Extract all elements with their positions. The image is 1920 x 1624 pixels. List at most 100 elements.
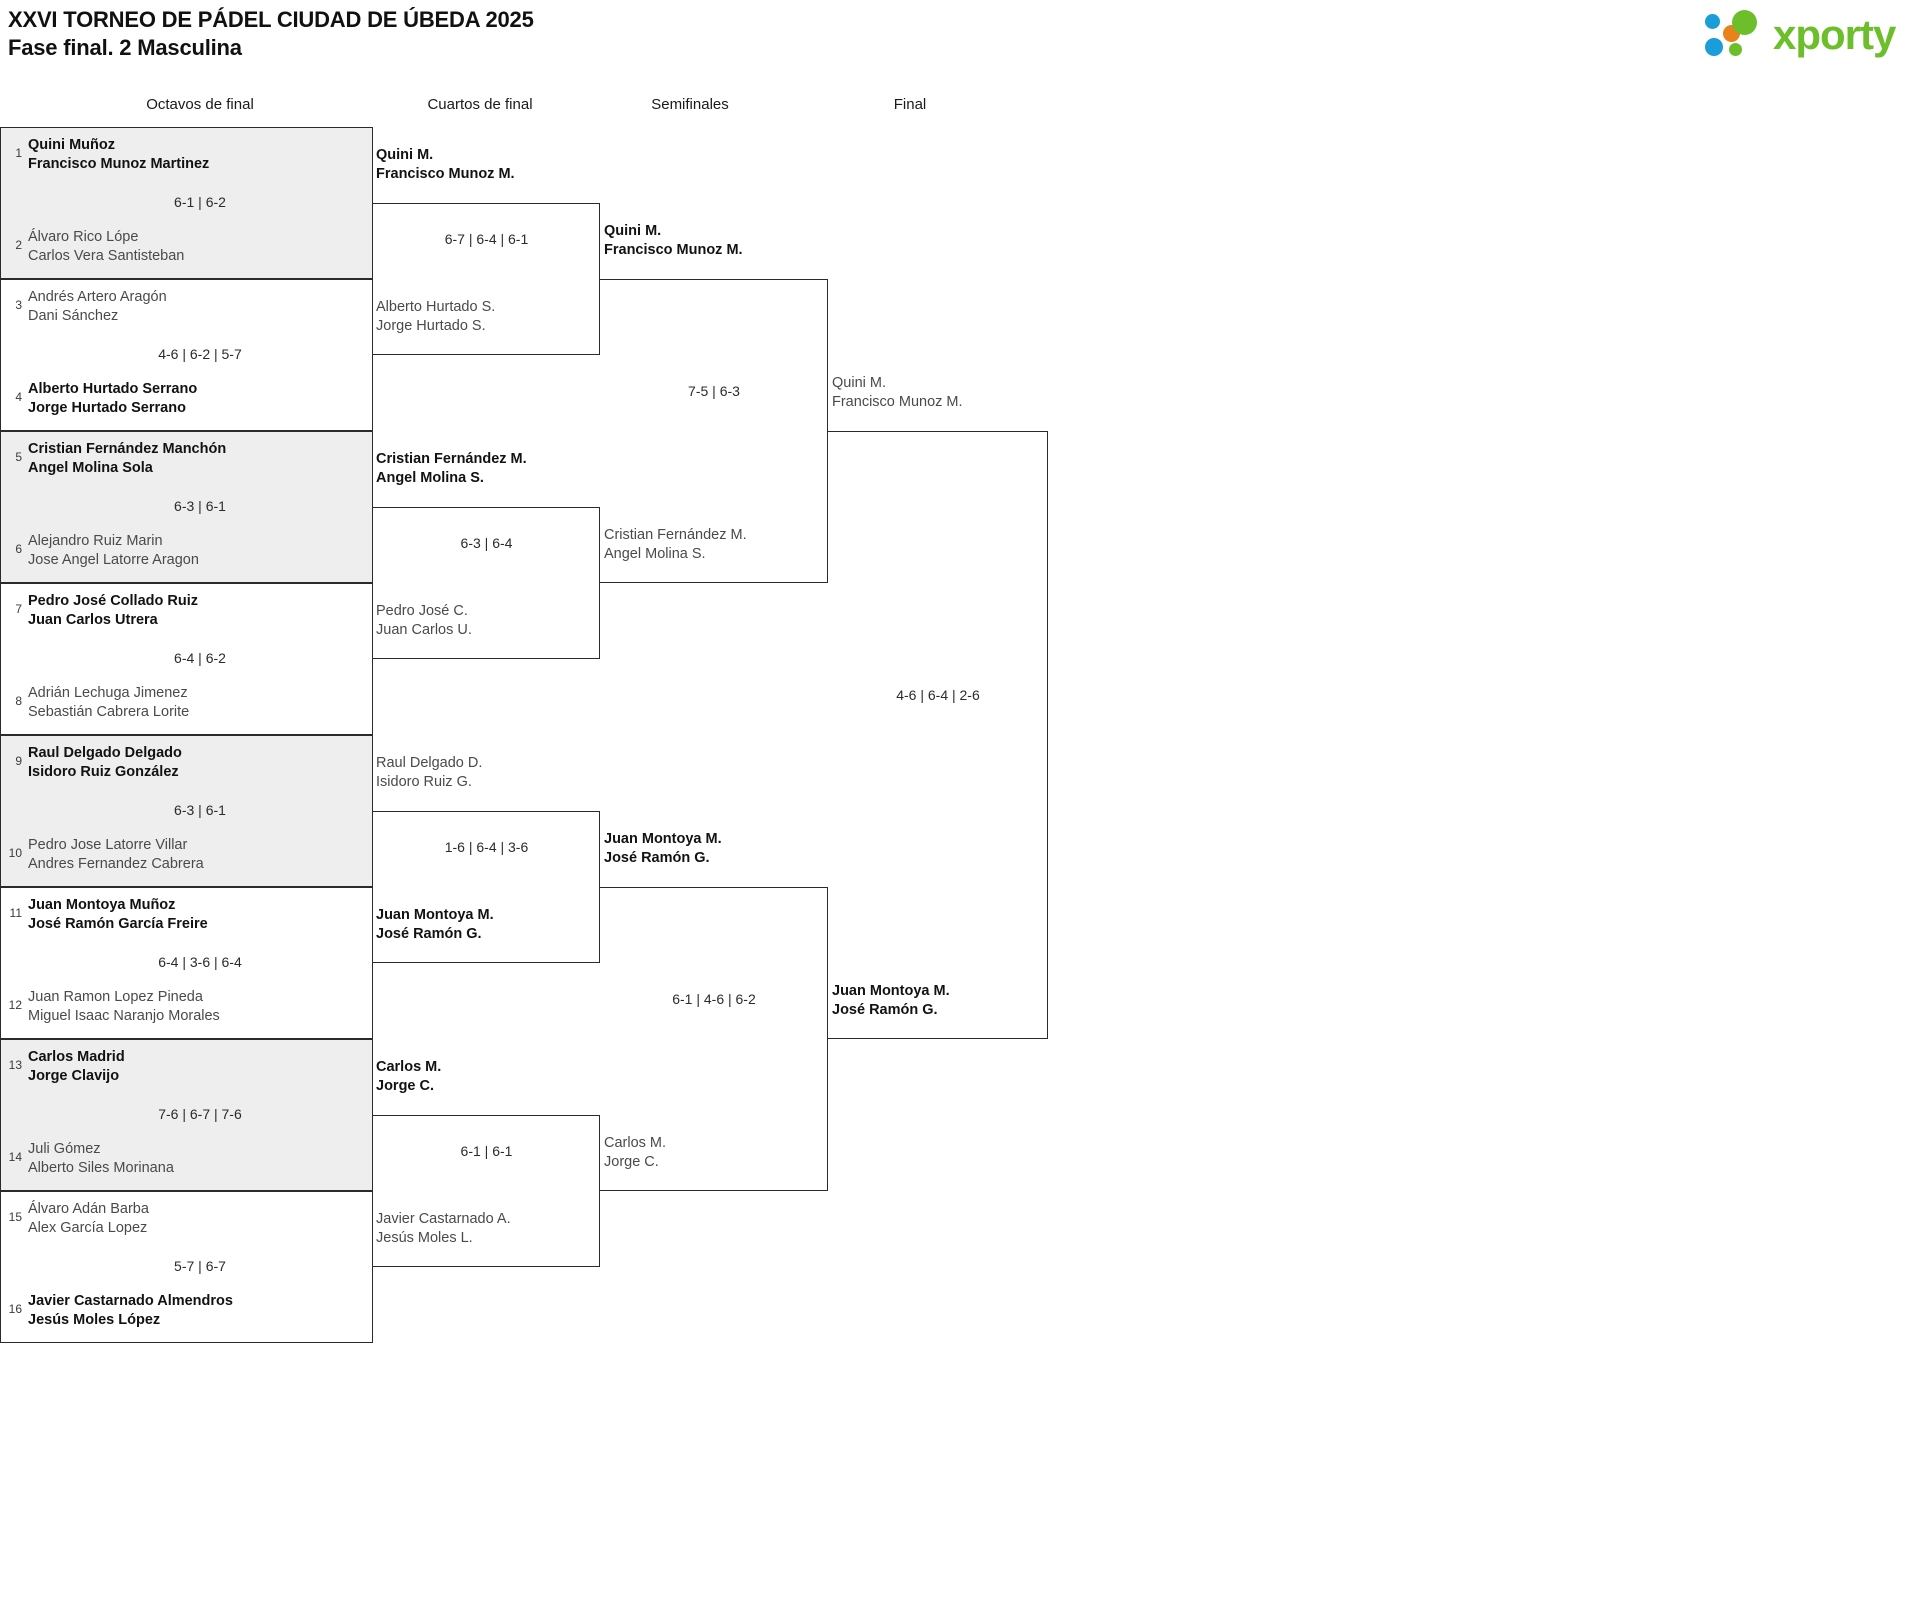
r16-score-4: 6-4 | 6-2 <box>174 650 226 666</box>
r16-seed-11: 11 <box>9 906 22 920</box>
player-name: Cristian Fernández M. <box>604 527 747 543</box>
r16-match-6[interactable] <box>0 887 373 1039</box>
r16-team-2[interactable]: Álvaro Rico Lópe Carlos Vera Santisteban <box>28 228 184 266</box>
r16-team-8[interactable]: Adrián Lechuga Jimenez Sebastián Cabrera… <box>28 684 189 722</box>
player-name: Adrián Lechuga Jimenez <box>28 685 188 701</box>
player-name: José Ramón G. <box>376 926 482 942</box>
player-name: Juan Carlos U. <box>376 622 472 638</box>
r16-score-6: 6-4 | 3-6 | 6-4 <box>158 954 242 970</box>
r16-team-1[interactable]: Quini Muñoz Francisco Munoz Martinez <box>28 136 209 174</box>
sf-score-1: 7-5 | 6-3 <box>688 383 740 399</box>
qf-connector-4 <box>373 1115 600 1267</box>
sf-team-3[interactable]: Juan Montoya M. José Ramón G. <box>604 830 722 868</box>
qf-score-1: 6-7 | 6-4 | 6-1 <box>444 231 529 247</box>
tournament-subtitle: Fase final. 2 Masculina <box>8 35 242 60</box>
qf-score-2: 6-3 | 6-4 <box>460 535 513 551</box>
qf-team-3[interactable]: Cristian Fernández M. Angel Molina S. <box>376 450 527 488</box>
player-name: Isidoro Ruiz G. <box>376 774 472 790</box>
qf-team-7[interactable]: Carlos M. Jorge C. <box>376 1058 441 1096</box>
player-name: Jesús Moles L. <box>376 1230 473 1246</box>
r16-seed-13: 13 <box>8 1058 22 1072</box>
qf-connector-1 <box>373 203 600 355</box>
logo-wordmark: xporty <box>1773 11 1896 58</box>
r16-team-9[interactable]: Raul Delgado Delgado Isidoro Ruiz Gonzál… <box>28 744 182 782</box>
qf-team-2[interactable]: Alberto Hurtado S. Jorge Hurtado S. <box>376 298 495 336</box>
round-header-octavos: Octavos de final <box>146 96 254 113</box>
player-name: Pedro José Collado Ruiz <box>28 593 198 609</box>
r16-seed-4: 4 <box>15 390 22 404</box>
player-name: Cristian Fernández Manchón <box>28 441 227 457</box>
r16-team-7[interactable]: Pedro José Collado Ruiz Juan Carlos Utre… <box>28 592 198 630</box>
r16-match-3[interactable] <box>0 431 373 583</box>
r16-seed-6: 6 <box>15 542 22 556</box>
r16-match-8[interactable] <box>0 1191 373 1343</box>
player-name: José Ramón G. <box>832 1002 938 1018</box>
player-name: Jorge Hurtado Serrano <box>28 400 186 416</box>
r16-team-6[interactable]: Alejandro Ruiz Marin Jose Angel Latorre … <box>28 532 199 570</box>
player-name: Juan Montoya M. <box>604 831 722 847</box>
r16-score-3: 6-3 | 6-1 <box>174 498 226 514</box>
r16-match-2[interactable] <box>0 279 373 431</box>
qf-connector-2 <box>373 507 600 659</box>
qf-team-1[interactable]: Quini M. Francisco Munoz M. <box>376 146 515 184</box>
player-name: José Ramón G. <box>604 850 710 866</box>
r16-team-12[interactable]: Juan Ramon Lopez Pineda Miguel Isaac Nar… <box>28 988 220 1026</box>
player-name: Andrés Artero Aragón <box>28 289 167 305</box>
r16-match-7[interactable] <box>0 1039 373 1191</box>
round-header-final: Final <box>893 96 927 113</box>
player-name: Jorge C. <box>604 1154 659 1170</box>
qf-team-8[interactable]: Javier Castarnado A. Jesús Moles L. <box>376 1210 511 1248</box>
qf-team-6[interactable]: Juan Montoya M. José Ramón G. <box>376 906 494 944</box>
qf-score-4: 6-1 | 6-1 <box>460 1143 513 1159</box>
player-name: Alex García Lopez <box>28 1220 148 1236</box>
r16-seed-7: 7 <box>15 602 22 616</box>
r16-match-5[interactable] <box>0 735 373 887</box>
player-name: Jorge Hurtado S. <box>376 318 486 334</box>
r16-seed-9: 9 <box>15 754 22 768</box>
qf-team-5[interactable]: Raul Delgado D. Isidoro Ruiz G. <box>376 754 482 792</box>
player-name: Jose Angel Latorre Aragon <box>28 552 199 568</box>
r16-team-14[interactable]: Juli Gómez Alberto Siles Morinana <box>28 1140 174 1178</box>
r16-match-1[interactable] <box>0 127 373 279</box>
xporty-logo: xporty <box>1705 8 1910 62</box>
player-name: Juan Montoya M. <box>376 907 494 923</box>
final-connector <box>828 431 1048 1039</box>
qf-team-4[interactable]: Pedro José C. Juan Carlos U. <box>376 602 472 640</box>
r16-team-16[interactable]: Javier Castarnado Almendros Jesús Moles … <box>28 1292 233 1330</box>
player-name: Jorge C. <box>376 1078 435 1094</box>
r16-team-15[interactable]: Álvaro Adán Barba Alex García Lopez <box>28 1200 149 1238</box>
r16-team-13[interactable]: Carlos Madrid Jorge Clavijo <box>28 1048 125 1086</box>
r16-seed-10: 10 <box>8 846 22 860</box>
r16-seed-3: 3 <box>15 298 22 312</box>
final-team-2[interactable]: Juan Montoya M. José Ramón G. <box>832 982 950 1020</box>
player-name: Sebastián Cabrera Lorite <box>28 704 190 720</box>
r16-team-4[interactable]: Alberto Hurtado Serrano Jorge Hurtado Se… <box>28 380 197 418</box>
r16-score-1: 6-1 | 6-2 <box>174 194 226 210</box>
player-name: Carlos M. <box>376 1059 442 1075</box>
sf-connector-1 <box>600 279 828 583</box>
r16-team-10[interactable]: Pedro Jose Latorre Villar Andres Fernand… <box>28 836 204 874</box>
final-team-1[interactable]: Quini M. Francisco Munoz M. <box>832 374 963 412</box>
qf-connector-3 <box>373 811 600 963</box>
player-name: Juan Montoya Muñoz <box>28 897 176 913</box>
r16-seed-12: 12 <box>8 998 22 1012</box>
page-title: XXVI TORNEO DE PÁDEL CIUDAD DE ÚBEDA 202… <box>8 6 534 62</box>
player-name: Alejandro Ruiz Marin <box>28 533 163 549</box>
r16-team-3[interactable]: Andrés Artero Aragón Dani Sánchez <box>28 288 167 326</box>
sf-team-4[interactable]: Carlos M. Jorge C. <box>604 1134 666 1172</box>
player-name: Javier Castarnado A. <box>376 1211 511 1227</box>
r16-team-5[interactable]: Cristian Fernández Manchón Angel Molina … <box>28 440 226 478</box>
player-name: Juli Gómez <box>28 1141 101 1157</box>
tournament-title: XXVI TORNEO DE PÁDEL CIUDAD DE ÚBEDA 202… <box>8 7 534 32</box>
player-name: Javier Castarnado Almendros <box>28 1293 233 1309</box>
r16-score-7: 7-6 | 6-7 | 7-6 <box>158 1106 242 1122</box>
player-name: Carlos Vera Santisteban <box>28 248 185 264</box>
player-name: Alberto Hurtado S. <box>376 299 496 315</box>
sf-team-2[interactable]: Cristian Fernández M. Angel Molina S. <box>604 526 747 564</box>
r16-team-11[interactable]: Juan Montoya Muñoz José Ramón García Fre… <box>28 896 208 934</box>
sf-team-1[interactable]: Quini M. Francisco Munoz M. <box>604 222 743 260</box>
player-name: Carlos Madrid <box>28 1049 125 1065</box>
r16-match-4[interactable] <box>0 583 373 735</box>
player-name: Alberto Hurtado Serrano <box>28 381 198 397</box>
